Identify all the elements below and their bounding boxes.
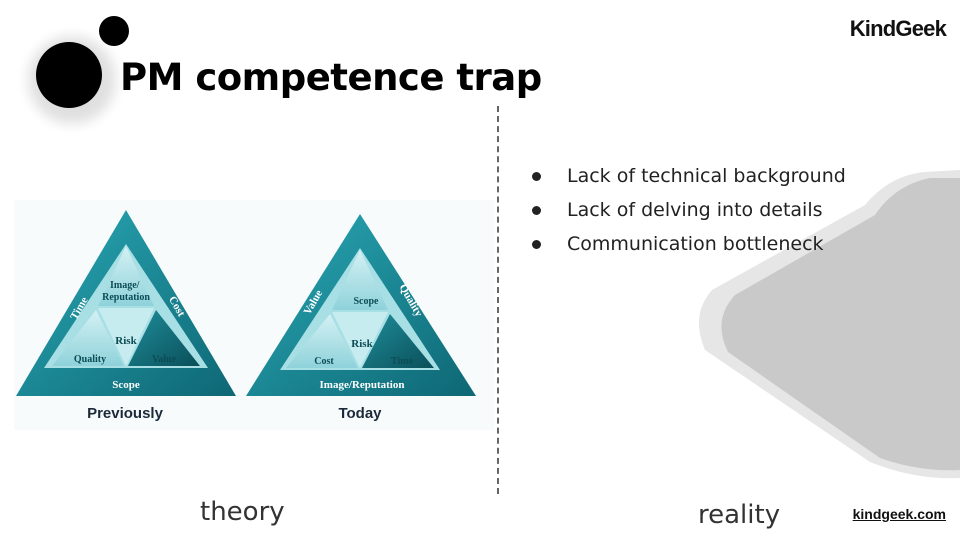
website-link[interactable]: kindgeek.com bbox=[852, 506, 946, 522]
reality-caption: reality bbox=[698, 500, 781, 530]
label-scope-base: Scope bbox=[112, 379, 140, 391]
small-black-circle bbox=[99, 16, 129, 46]
gray-triangle-front bbox=[721, 178, 960, 471]
center-segment bbox=[332, 312, 388, 368]
dashed-divider bbox=[497, 106, 499, 494]
bullet-dot-icon bbox=[532, 206, 541, 215]
caption-previously: Previously bbox=[87, 405, 164, 422]
bullet-text: Communication bottleneck bbox=[567, 233, 824, 255]
bullet-text: Lack of delving into details bbox=[567, 199, 823, 221]
triangle-previously: Image/ Reputation Risk Quality Value Sco… bbox=[16, 210, 236, 396]
label-value: Value bbox=[152, 354, 177, 365]
bullet-dot-icon bbox=[532, 172, 541, 181]
label-risk: Risk bbox=[351, 338, 373, 350]
pm-triangles-diagram: Image/ Reputation Risk Quality Value Sco… bbox=[14, 200, 494, 430]
top-segment bbox=[98, 246, 154, 306]
bottom-left-segment bbox=[52, 310, 124, 366]
bullet-text: Lack of technical background bbox=[567, 165, 846, 187]
bottom-right-segment bbox=[362, 314, 434, 368]
bullet-item: Lack of delving into details bbox=[530, 193, 846, 227]
label-cost: Cost bbox=[314, 356, 334, 367]
bottom-right-segment bbox=[128, 310, 200, 366]
triangle-today: Scope Risk Cost Time Image/Reputation Va… bbox=[246, 214, 476, 396]
big-black-circle bbox=[36, 42, 102, 108]
label-quality: Quality bbox=[74, 354, 106, 365]
center-segment bbox=[98, 308, 154, 366]
bottom-left-segment bbox=[286, 314, 358, 368]
theory-caption: theory bbox=[200, 497, 285, 527]
kindgeek-logo: KindGeek bbox=[849, 16, 947, 41]
label-risk: Risk bbox=[115, 335, 137, 347]
label-time: Time bbox=[391, 356, 414, 367]
caption-today: Today bbox=[338, 405, 382, 422]
top-segment bbox=[332, 250, 388, 310]
label-scope: Scope bbox=[354, 296, 380, 307]
label-image-reputation: Image/ Reputation bbox=[102, 280, 150, 303]
bullet-item: Lack of technical background bbox=[530, 159, 846, 193]
bullet-item: Communication bottleneck bbox=[530, 227, 846, 261]
reality-bullet-list: Lack of technical background Lack of del… bbox=[530, 159, 846, 261]
label-image-reputation-base: Image/Reputation bbox=[320, 379, 405, 391]
slide-title: PM competence trap bbox=[120, 56, 542, 99]
bullet-dot-icon bbox=[532, 240, 541, 249]
